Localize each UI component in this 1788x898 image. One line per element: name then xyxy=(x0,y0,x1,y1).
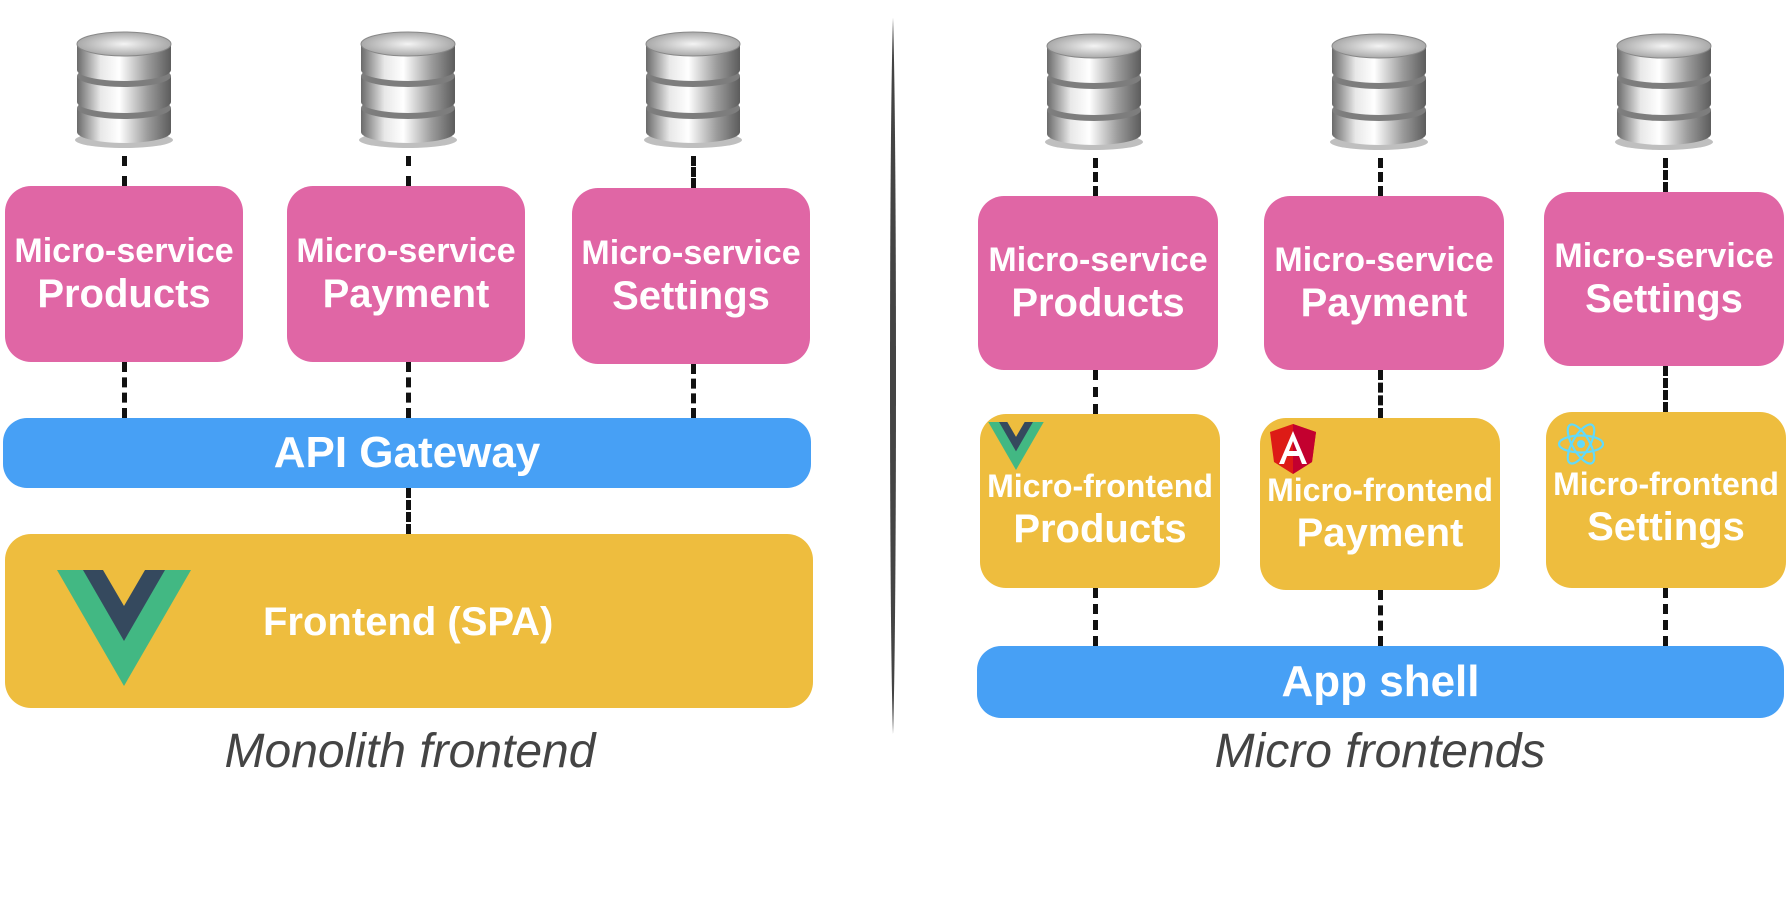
microfrontend-box: Micro-frontend Settings xyxy=(1546,412,1786,588)
api-gateway-label: API Gateway xyxy=(273,428,541,477)
connector-line xyxy=(1378,158,1383,196)
react-logo-icon xyxy=(1557,423,1605,465)
connector-line xyxy=(1378,590,1383,646)
microservice-name: Settings xyxy=(1585,277,1743,321)
microservice-label: Micro-service xyxy=(988,241,1208,279)
microservice-label: Micro-service xyxy=(1554,237,1774,275)
microservice-name: Payment xyxy=(322,272,490,316)
monolith-caption: Monolith frontend xyxy=(224,725,596,778)
connector-line xyxy=(1093,158,1098,196)
microservice-label: Micro-service xyxy=(1274,241,1494,279)
vue-logo-icon xyxy=(988,422,1044,470)
database-icon xyxy=(1043,30,1145,152)
connector-line xyxy=(691,364,696,418)
microservice-label: Micro-service xyxy=(14,232,234,270)
connector-line xyxy=(1093,588,1098,646)
microservice-name: Products xyxy=(37,272,211,316)
database-icon xyxy=(357,28,459,150)
microfrontend-label: Micro-frontend xyxy=(987,468,1213,504)
microservice-box: Micro-service Products xyxy=(5,186,243,362)
connector-line xyxy=(406,362,411,418)
microservice-box: Micro-service Payment xyxy=(1264,196,1504,370)
connector-line xyxy=(1663,588,1668,646)
database-icon xyxy=(1328,30,1430,152)
microfrontend-name: Products xyxy=(1013,507,1187,551)
microservice-name: Products xyxy=(1011,281,1185,325)
microservice-box: Micro-service Settings xyxy=(1544,192,1784,366)
connector-line xyxy=(122,156,127,186)
section-divider xyxy=(890,18,896,734)
micro-frontends-caption: Micro frontends xyxy=(1214,725,1546,778)
api-gateway-bar: API Gateway xyxy=(3,418,811,488)
connector-line xyxy=(1663,366,1668,412)
microservice-label: Micro-service xyxy=(296,232,516,270)
microservice-name: Payment xyxy=(1300,281,1468,325)
database-icon xyxy=(73,28,175,150)
microservice-box: Micro-service Settings xyxy=(572,188,810,364)
microservice-name: Settings xyxy=(612,274,770,318)
microfrontend-label: Micro-frontend xyxy=(1553,466,1779,502)
microfrontend-name: Settings xyxy=(1587,505,1745,549)
microfrontend-box: Micro-frontend Products xyxy=(980,414,1220,588)
frontend-spa-label: Frontend (SPA) xyxy=(263,600,554,644)
connector-line xyxy=(406,488,411,534)
microservice-box: Micro-service Payment xyxy=(287,186,525,362)
connector-line xyxy=(691,156,696,188)
connector-line xyxy=(122,362,127,418)
connector-line xyxy=(1663,158,1668,192)
microfrontend-label: Micro-frontend xyxy=(1267,472,1493,508)
microservice-label: Micro-service xyxy=(581,234,801,272)
app-shell-label: App shell xyxy=(1281,657,1480,706)
microservice-box: Micro-service Products xyxy=(978,196,1218,370)
microfrontend-box: Micro-frontend Payment xyxy=(1260,418,1500,590)
frontend-spa-box: Frontend (SPA) xyxy=(5,534,813,708)
connector-line xyxy=(1093,370,1098,414)
angular-logo-icon xyxy=(1270,424,1316,474)
connector-line xyxy=(1378,370,1383,418)
database-icon xyxy=(1613,30,1715,152)
microfrontend-name: Payment xyxy=(1296,511,1464,555)
vue-logo-icon xyxy=(57,570,191,686)
connector-line xyxy=(406,156,411,186)
app-shell-bar: App shell xyxy=(977,646,1784,718)
database-icon xyxy=(642,28,744,150)
